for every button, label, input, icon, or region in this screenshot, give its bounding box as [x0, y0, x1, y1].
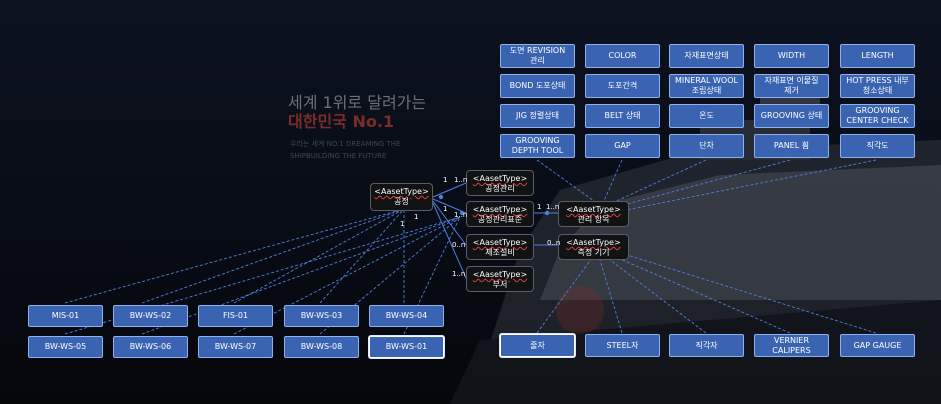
node-jejo-seolbi[interactable]: <AasetType> 제조설비 [466, 234, 534, 260]
attribute-box[interactable]: 자재표면 이물질 제거 [754, 74, 829, 98]
attribute-box[interactable]: 단차 [669, 134, 744, 158]
hero-small-text: 우리는 세계 NO.1 DREAMING THE SHIPBUILDING TH… [290, 140, 401, 160]
equipment-box[interactable]: BW-WS-08 [284, 336, 359, 358]
attribute-box[interactable]: MINERAL WOOL 조립상태 [669, 74, 744, 98]
equipment-box[interactable]: BW-WS-01 [369, 336, 444, 358]
equipment-box[interactable]: BW-WS-06 [113, 336, 188, 358]
attribute-box[interactable]: LENGTH [840, 44, 915, 68]
attribute-box[interactable]: COLOR [585, 44, 660, 68]
attribute-box[interactable]: 직각도 [840, 134, 915, 158]
multiplicity-label: 1..n [452, 270, 466, 278]
multiplicity-label: 1..n [454, 176, 468, 184]
node-gongjeong[interactable]: <AasetType> 공정 [370, 183, 433, 211]
hero-subheadline: 대한민국 No.1 [288, 112, 395, 131]
equipment-box[interactable]: BW-WS-04 [369, 305, 444, 327]
attribute-box[interactable]: GROOVING CENTER CHECK [840, 104, 915, 128]
attribute-box[interactable]: BELT 상태 [585, 104, 660, 128]
multiplicity-label: 1 [537, 203, 542, 211]
attribute-box[interactable]: HOT PRESS 내부 청소상태 [840, 74, 915, 98]
attribute-box[interactable]: 온도 [669, 104, 744, 128]
node-gwanri-hangmok[interactable]: <AasetType> 관리 항목 [558, 201, 629, 227]
instrument-box[interactable]: 줄자 [500, 334, 575, 357]
hero-headline: 세계 1위로 달려가는 [288, 93, 427, 112]
equipment-box[interactable]: BW-WS-02 [113, 305, 188, 327]
attribute-box[interactable]: JIG 정렬상태 [500, 104, 575, 128]
multiplicity-label: 1 [443, 205, 448, 213]
instrument-box[interactable]: STEEL자 [585, 334, 660, 357]
multiplicity-label: 1..n [454, 211, 468, 219]
attribute-box[interactable]: GROOVING 상태 [754, 104, 829, 128]
node-gongjeong-pyojun[interactable]: <AasetType> 공정관리표준 [466, 201, 534, 227]
equipment-box[interactable]: BW-WS-05 [28, 336, 103, 358]
instrument-box[interactable]: VERNIER CALIPERS [754, 334, 829, 357]
node-gongjeong-gwanri[interactable]: <AasetType> 공정관리 [466, 170, 534, 196]
multiplicity-label: 1 [400, 220, 405, 228]
equipment-box[interactable]: BW-WS-07 [198, 336, 273, 358]
multiplicity-label: 1 [443, 176, 448, 184]
attribute-box[interactable]: 자재표면상태 [669, 44, 744, 68]
attribute-box[interactable]: 도포간격 [585, 74, 660, 98]
equipment-box[interactable]: BW-WS-03 [284, 305, 359, 327]
multiplicity-label: 0..n [452, 241, 466, 249]
attribute-box[interactable]: 도면 REVISION 관리 [500, 44, 575, 68]
attribute-box[interactable]: PANEL 휨 [754, 134, 829, 158]
instrument-box[interactable]: 직각자 [669, 334, 744, 357]
attribute-box[interactable]: GAP [585, 134, 660, 158]
multiplicity-label: 1 [414, 213, 419, 221]
node-cheukjeong-gigi[interactable]: <AasetType> 측정 기기 [558, 234, 629, 260]
multiplicity-label: 0..n [547, 239, 561, 247]
node-buseo[interactable]: <AasetType> 부서 [466, 266, 534, 292]
attribute-box[interactable]: BOND 도포상태 [500, 74, 575, 98]
attribute-box[interactable]: GROOVING DEPTH TOOL [500, 134, 575, 158]
multiplicity-label: 1..n [546, 203, 560, 211]
equipment-box[interactable]: MIS-01 [28, 305, 103, 327]
equipment-box[interactable]: FIS-01 [198, 305, 273, 327]
instrument-box[interactable]: GAP GAUGE [840, 334, 915, 357]
attribute-box[interactable]: WIDTH [754, 44, 829, 68]
